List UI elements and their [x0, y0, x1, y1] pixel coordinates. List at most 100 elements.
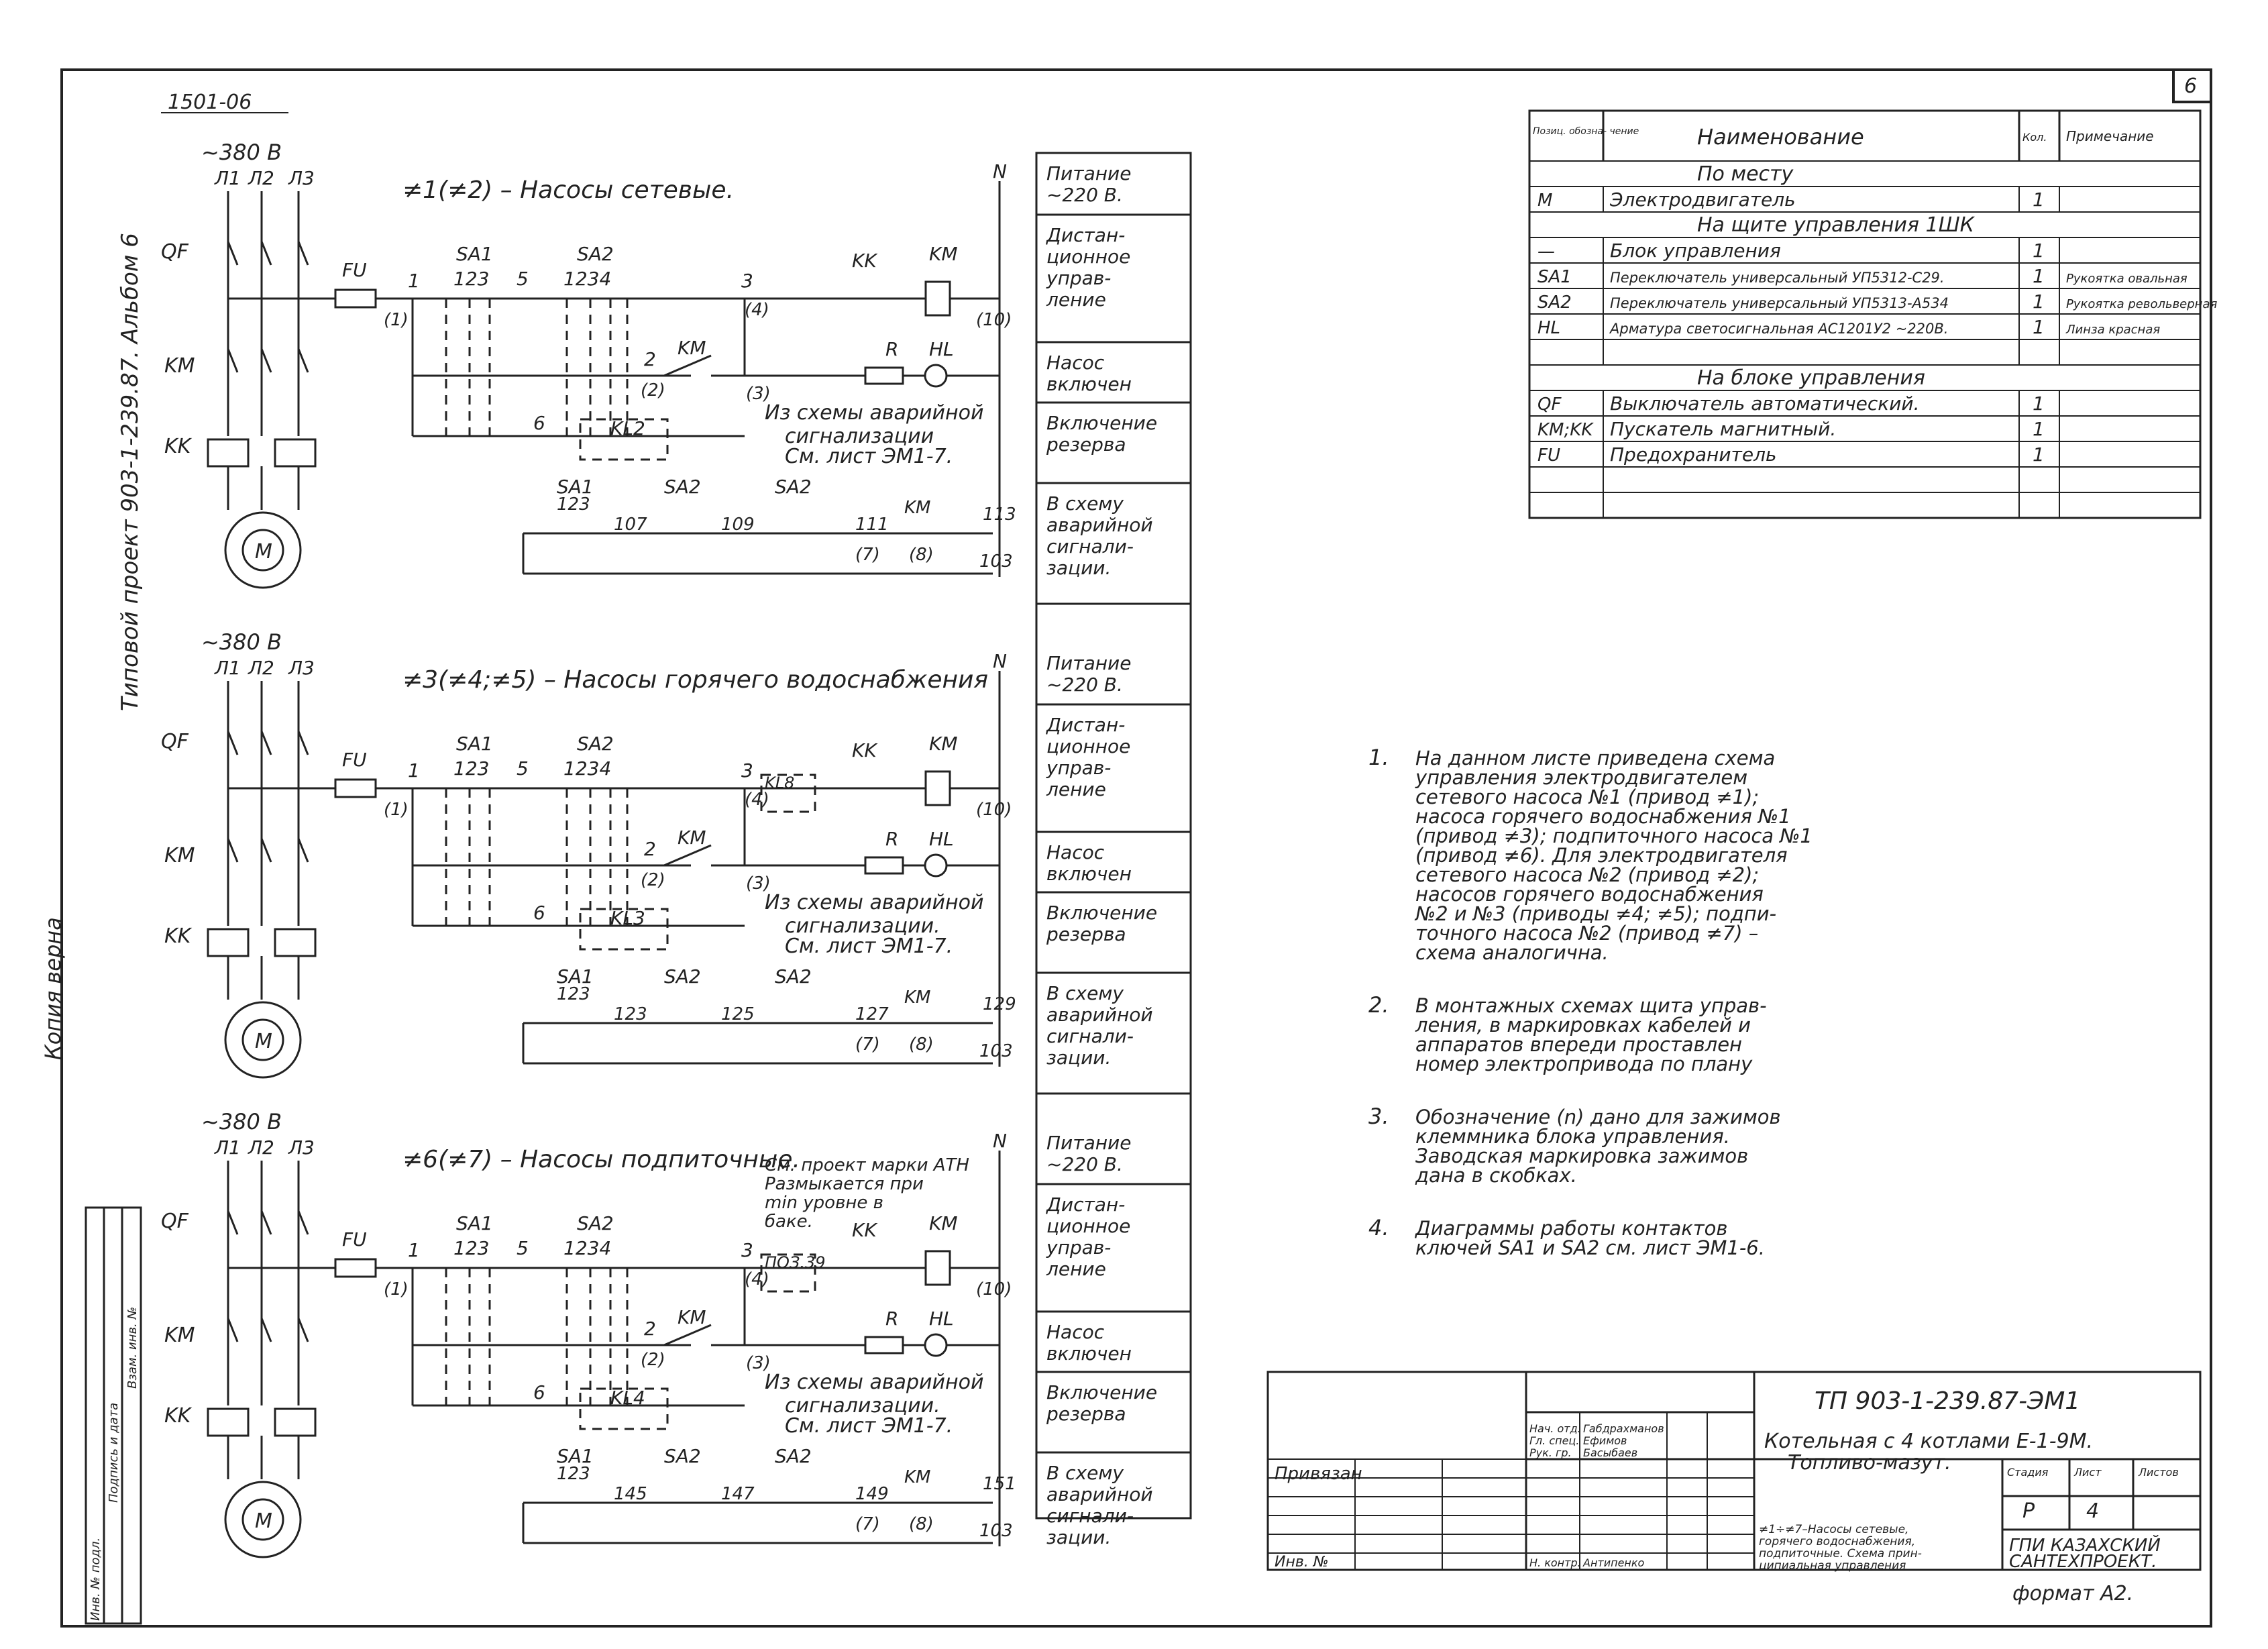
sa2-tag-c: SA2 [775, 1445, 812, 1467]
spec-name-11: Предохранитель [1610, 443, 1777, 466]
note-num-3: 4. [1368, 1215, 1389, 1240]
node-3: 3 [741, 759, 753, 782]
wire [227, 1318, 239, 1342]
tb-desc-1: горячего водоснабжения, [1759, 1535, 1915, 1548]
fuse [334, 1258, 377, 1278]
note-line-1: Из схемы аварийной [765, 401, 983, 425]
legend-0-1-3: ление [1046, 288, 1106, 311]
tb-stage: Р [2022, 1499, 2035, 1523]
km-tag: KM [164, 354, 195, 378]
note-line-3: См. лист ЭМ1-7. [785, 1414, 953, 1438]
spec-name-6: Арматура светосигнальная АС1201У2 ~220В. [1609, 321, 1948, 337]
motor-inner [241, 529, 284, 572]
level-relay [760, 774, 816, 813]
phase-l1: Л1 [214, 657, 241, 679]
copy-note: Копия верна [40, 917, 66, 1060]
supply-voltage: ~380 В [201, 1109, 282, 1134]
wire [260, 1210, 272, 1235]
sa1-tag-b: SA1 [557, 1445, 594, 1467]
sa2-tag: SA2 [577, 1212, 614, 1234]
note-0-0: На данном листе приведена схема [1415, 747, 1775, 769]
thermal-element [207, 1407, 250, 1437]
legend-2-1-0: Дистан- [1045, 1193, 1125, 1216]
node-3: 3 [741, 1239, 753, 1261]
supply-voltage: ~380 В [201, 629, 282, 655]
node-1b: (1) [384, 310, 409, 330]
wire [260, 348, 272, 373]
wire [297, 1210, 309, 1235]
node-10: (10) [976, 1279, 1012, 1299]
neutral-tag: N [993, 1130, 1007, 1152]
sa2-contacts: 1234 [563, 757, 611, 780]
resistor-r [864, 856, 904, 875]
sa2-contacts: 1234 [563, 268, 611, 290]
node-3b: (3) [746, 384, 771, 404]
qf-tag: QF [161, 240, 189, 264]
wire [297, 731, 309, 755]
kk-tag: KK [164, 924, 193, 948]
phase-l3: Л3 [288, 1136, 315, 1159]
sa2-tag-c: SA2 [775, 965, 812, 988]
tb-name-1: Ефимов [1583, 1434, 1627, 1447]
km-alarm-tag: KM [904, 988, 930, 1008]
qf-tag: QF [161, 730, 189, 753]
wire-c3: 127 [855, 1004, 889, 1024]
sa2-tag: SA2 [577, 733, 614, 755]
neutral-tag: N [993, 160, 1007, 182]
wire [297, 241, 309, 266]
r-tag: R [885, 1308, 898, 1330]
sa1-contacts: 123 [453, 268, 489, 290]
legend-2-4-3: зации. [1046, 1526, 1111, 1548]
sheet-number-box [2172, 68, 2212, 103]
spec-name-1: Электродвигатель [1609, 189, 1796, 211]
legend-1-1-1: ционное [1046, 735, 1130, 757]
relay-block [579, 1387, 669, 1430]
side-cell-2: Взам. инв. № [125, 1307, 140, 1389]
legend-1-1-3: ление [1046, 778, 1106, 800]
note-0-2: сетевого насоса №1 (привод ≠1); [1415, 786, 1759, 808]
motor-inner [241, 1498, 284, 1541]
note-0-3: насоса горячего водоснабжения №1 [1415, 805, 1791, 828]
motor-inner [241, 1018, 284, 1061]
fu-tag: FU [342, 1228, 367, 1251]
legend-2-4-0: В схему [1046, 1462, 1124, 1484]
legend-1-0-0: Питание [1046, 652, 1131, 674]
motor-tag: M [255, 1509, 272, 1533]
note-0-1: управления электродвигателем [1415, 766, 1747, 789]
sa1-tag: SA1 [456, 1212, 493, 1234]
wire [297, 1318, 309, 1342]
wire [227, 348, 239, 373]
motor-symbol [224, 1481, 302, 1558]
legend-0-4-2: сигнали- [1046, 535, 1134, 557]
thermal-element [274, 438, 317, 468]
kk-contact-tag: KK [852, 250, 878, 272]
note-num-1: 2. [1368, 992, 1389, 1018]
side-cell-0: Инв. № подл. [89, 1538, 103, 1621]
top-note-0: См. проект марки АТН [765, 1155, 969, 1175]
legend-2-0-1: ~220 В. [1046, 1153, 1123, 1175]
wire-end: 113 [983, 504, 1016, 525]
note-2-2: Заводская маркировка зажимов [1415, 1145, 1748, 1167]
legend-1-4-1: аварийной [1046, 1004, 1153, 1026]
note-1-1: ления, в маркировках кабелей и [1415, 1014, 1751, 1036]
tb-code: ТП 903-1-239.87-ЭМ1 [1815, 1387, 2080, 1415]
legend-0-3-0: Включение [1046, 412, 1157, 434]
node-6: 6 [533, 902, 545, 924]
legend-0-1-1: ционное [1046, 246, 1130, 268]
legend-2-3-1: резерва [1046, 1403, 1126, 1425]
sa1-contacts: 123 [453, 757, 489, 780]
km-coil-tag: KM [929, 1212, 958, 1234]
node-4: (4) [745, 1269, 769, 1289]
side-title: Типовой проект 903-1-239.87. Альбом 6 [117, 233, 144, 711]
hl-tag: HL [929, 1308, 954, 1330]
wire [227, 731, 239, 755]
spec-qty-6: 1 [2033, 316, 2045, 338]
tb-desc-0: ≠1÷≠7–Насосы сетевые, [1759, 1523, 1908, 1536]
km-aux-tag: KM [678, 337, 706, 359]
spec-qty-3: 1 [2033, 240, 2045, 262]
spec-pos-11: FU [1537, 445, 1560, 466]
top-note-1: Размыкается при [765, 1174, 924, 1194]
